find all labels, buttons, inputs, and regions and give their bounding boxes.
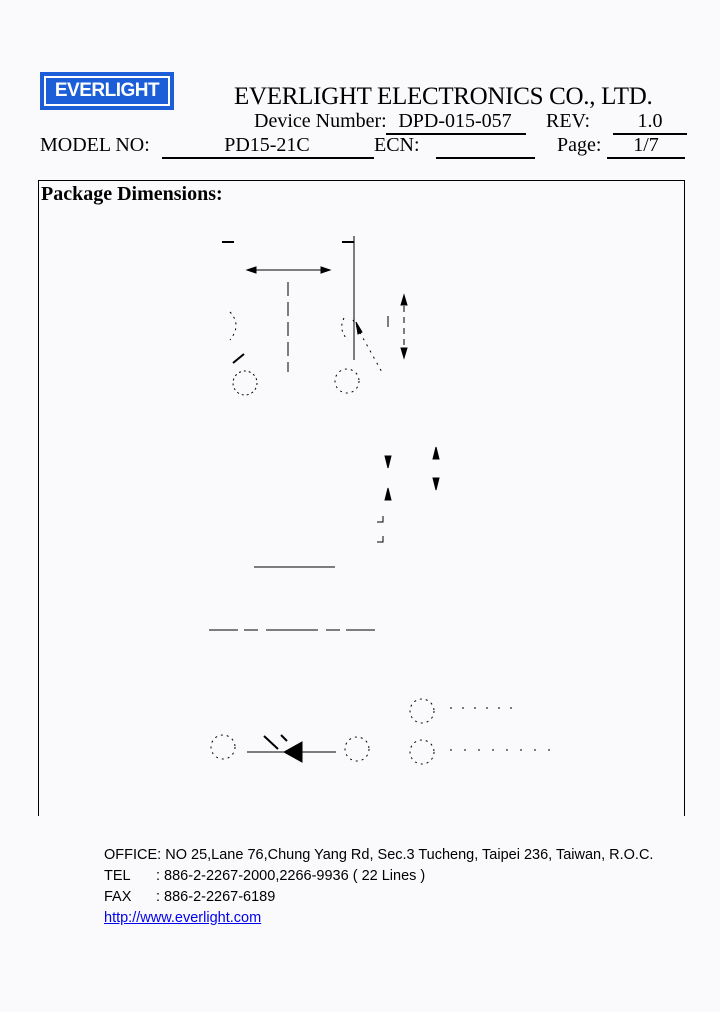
website-row: http://www.everlight.com: [104, 908, 653, 929]
office-row: OFFICE: NO 25,Lane 76,Chung Yang Rd, Sec…: [104, 845, 653, 866]
page-value: 1/7: [633, 134, 659, 156]
page-underline: [607, 157, 685, 159]
section-title: Package Dimensions:: [41, 183, 223, 205]
drawing-frame: [38, 180, 685, 816]
office-label: OFFICE:: [104, 847, 162, 863]
fax-row: FAX : 886-2-2267-6189: [104, 887, 653, 908]
tel-row: TEL : 886-2-2267-2000,2266-9936 ( 22 Line…: [104, 866, 653, 887]
website-link[interactable]: http://www.everlight.com: [104, 910, 262, 926]
device-number-value: DPD-015-057: [398, 110, 512, 132]
logo-text: EVERLIGHT: [44, 76, 170, 106]
fax-label: FAX: [104, 889, 132, 905]
device-number-underline: [386, 133, 526, 135]
company-name: EVERLIGHT ELECTRONICS CO., LTD.: [234, 83, 653, 110]
rev-label: REV:: [546, 110, 591, 132]
fax-value: : 886-2-2267-6189: [156, 889, 276, 905]
model-no-value: PD15-21C: [224, 134, 310, 156]
everlight-logo: EVERLIGHT: [40, 72, 174, 110]
tel-label: TEL: [104, 868, 131, 884]
ecn-label: ECN:: [374, 134, 420, 156]
page-label: Page:: [557, 134, 602, 156]
device-number-label: Device Number:: [254, 110, 387, 132]
office-address: NO 25,Lane 76,Chung Yang Rd, Sec.3 Tuche…: [165, 847, 654, 863]
model-no-underline: [162, 157, 374, 159]
model-no-label: MODEL NO:: [40, 134, 150, 156]
ecn-underline: [436, 157, 535, 159]
rev-underline: [613, 133, 687, 135]
rev-value: 1.0: [637, 110, 663, 132]
tel-value: : 886-2-2267-2000,2266-9936 ( 22 Lines ): [156, 868, 426, 884]
footer-contact: OFFICE: NO 25,Lane 76,Chung Yang Rd, Sec…: [104, 845, 653, 929]
